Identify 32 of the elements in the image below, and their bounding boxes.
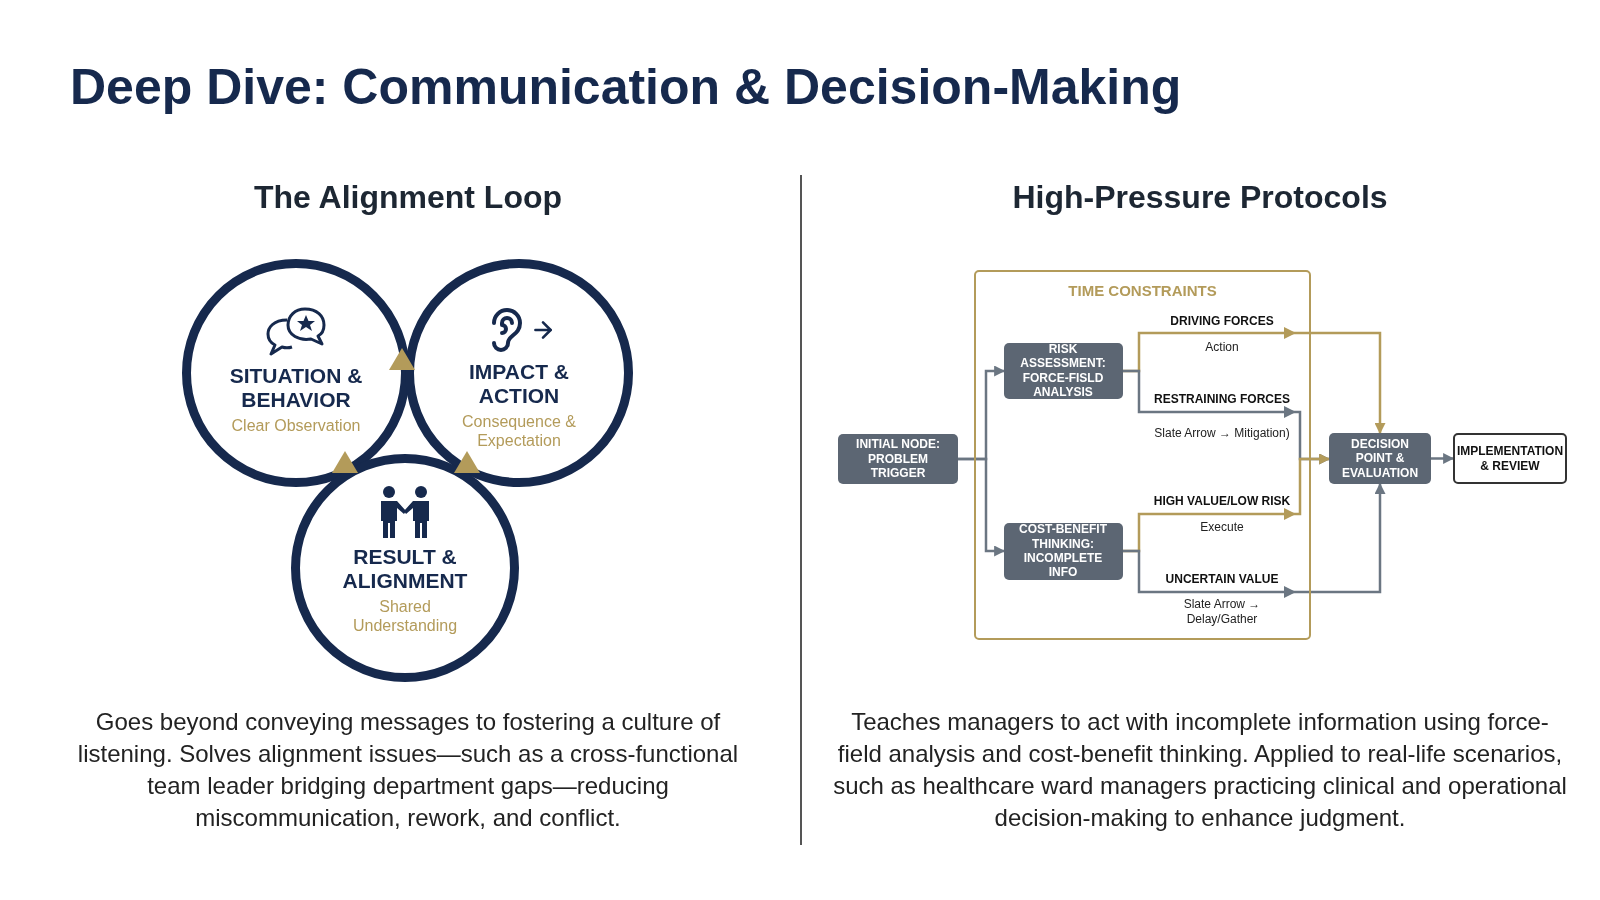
process-box	[838, 434, 958, 484]
description-paragraph: Teaches managers to act with incomplete information using force-field analysis and cost-benefit thinking. Applied to real-life scenarios, such as healthcare ward managers practicing clinical and operational decision-making to enhance judgment.	[832, 707, 1568, 833]
process-box	[1003, 522, 1123, 580]
loop-circle	[291, 454, 519, 682]
edge-label: RESTRAINING FORCES	[1152, 392, 1292, 406]
edge-label: UNCERTAIN VALUE	[1163, 572, 1281, 586]
frame-title: TIME CONSTRAINTS	[1068, 282, 1217, 300]
description-paragraph: Goes beyond conveying messages to fostering a culture of listening. Solves alignment issues—such as a cross-functional team leader bridging department gaps—reducing miscommunication, rework, and conflict.	[76, 707, 740, 833]
box-label: DECISION POINT & EVALUATION	[1340, 436, 1420, 481]
process-box	[1003, 342, 1123, 399]
page-title: Deep Dive: Communication & Decision-Making	[70, 58, 1182, 116]
process-box	[1453, 433, 1567, 484]
process-box	[1329, 433, 1431, 484]
section-heading: The Alignment Loop	[253, 178, 563, 216]
branch-note: Slate Arrow → Mitigation)	[1153, 425, 1291, 441]
loop-circle	[405, 259, 633, 487]
circle-subtitle: Clear Observation	[230, 416, 362, 435]
circle-subtitle: Shared Understanding	[351, 597, 459, 635]
box-label: IMPLEMENTATION & REVIEW	[1456, 444, 1564, 473]
edge-label: HIGH VALUE/LOW RISK	[1151, 494, 1293, 508]
circle-subtitle: Consequence & Expectation	[461, 412, 577, 450]
section-heading: High-Pressure Protocols	[1012, 178, 1388, 216]
branch-note: Action	[1204, 339, 1240, 355]
circle-title: RESULT & ALIGNMENT	[341, 545, 469, 593]
box-label: COST-BENEFIT THINKING: INCOMPLETE INFO	[1018, 522, 1108, 580]
box-label: INITIAL NODE: PROBLEM TRIGGER	[855, 437, 941, 481]
circle-title: IMPACT & ACTION	[468, 360, 570, 408]
edge-label: DRIVING FORCES	[1168, 314, 1276, 328]
branch-note: Execute	[1199, 519, 1245, 535]
circle-title: SITUATION & BEHAVIOR	[228, 364, 364, 412]
box-label: RISK ASSESSMENT: FORCE-FISLD ANALYSIS	[1019, 341, 1107, 400]
branch-note: Slate Arrow → Delay/Gather	[1182, 597, 1262, 627]
